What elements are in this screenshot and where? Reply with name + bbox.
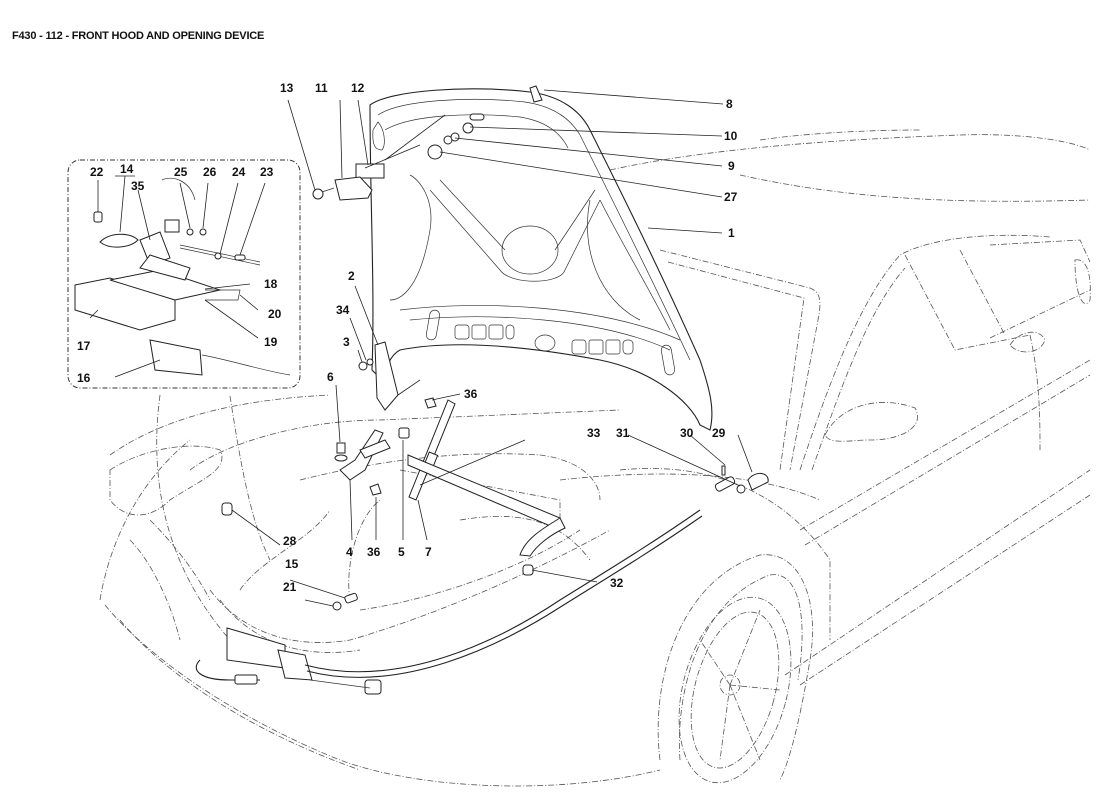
- callout-17: 17: [77, 339, 91, 353]
- part-28-buffer: [221, 502, 233, 516]
- part-2-hinge: [374, 341, 399, 411]
- callout-3: 3: [343, 335, 350, 349]
- callout-34: 34: [336, 303, 350, 317]
- part-15-screw: [344, 592, 358, 604]
- callout-19: 19: [264, 335, 278, 349]
- callout-10: 10: [724, 129, 738, 143]
- callout-35: 35: [131, 179, 145, 193]
- callout-24: 24: [232, 165, 246, 179]
- part-27-grommet: [427, 144, 443, 160]
- callout-14: 14: [120, 162, 134, 176]
- part-11-bracket: [334, 176, 373, 201]
- part-7-gas-strut: [408, 399, 456, 501]
- parts: [195, 85, 769, 695]
- callout-labels: 8 10 9 27 1 13 11 12 2 34 3 36 6 4 36 5 …: [77, 81, 738, 594]
- callout-23: 23: [260, 165, 274, 179]
- part-3-nut: [358, 361, 368, 371]
- callout-36-lower: 36: [367, 545, 381, 559]
- front-lock: [226, 627, 286, 669]
- callout-4: 4: [346, 545, 353, 559]
- part-21-washer: [332, 601, 342, 611]
- callout-16: 16: [77, 371, 91, 385]
- callout-36-upper: 36: [464, 387, 478, 401]
- leader-lines: [89, 89, 753, 607]
- part-13-screw: [312, 188, 324, 200]
- callout-15: 15: [285, 557, 299, 571]
- callout-8: 8: [726, 97, 733, 111]
- callout-1: 1: [728, 226, 735, 240]
- callout-28: 28: [283, 534, 297, 548]
- callout-25: 25: [174, 165, 188, 179]
- callout-13: 13: [280, 81, 294, 95]
- part-29-handle: [747, 473, 769, 491]
- callout-22: 22: [90, 165, 104, 179]
- callout-33: 33: [587, 426, 601, 440]
- release-cable: [304, 509, 701, 673]
- callout-12: 12: [351, 81, 365, 95]
- part-10-nut: [462, 122, 474, 134]
- lock-detail-inset: [67, 159, 301, 389]
- callout-6: 6: [327, 370, 334, 384]
- callout-9: 9: [728, 159, 735, 173]
- part-6-bolt: [336, 442, 346, 454]
- part-36-ball-stud-lower: [369, 483, 382, 496]
- part-31-nut: [736, 484, 746, 494]
- callout-29: 29: [712, 426, 726, 440]
- callout-2: 2: [348, 269, 355, 283]
- callout-20: 20: [268, 307, 282, 321]
- callout-26: 26: [203, 165, 217, 179]
- part-30-clip: [721, 465, 726, 476]
- callout-31: 31: [616, 426, 630, 440]
- callout-5: 5: [398, 545, 405, 559]
- page-title: F430 - 112 - FRONT HOOD AND OPENING DEVI…: [12, 30, 265, 42]
- part-5-bolt: [398, 427, 410, 439]
- callout-11: 11: [315, 81, 328, 95]
- callout-7: 7: [425, 545, 432, 559]
- part-34-washer: [366, 358, 374, 366]
- hood-vents: [425, 309, 676, 376]
- callout-30: 30: [680, 426, 694, 440]
- callout-21: 21: [283, 580, 297, 594]
- callout-18: 18: [264, 277, 278, 291]
- part-8-bump-stop: [529, 85, 543, 103]
- callout-32: 32: [610, 576, 624, 590]
- hood-panel: [369, 88, 713, 431]
- part-4-bracket: [339, 429, 384, 481]
- part-36-ball-stud-upper: [424, 397, 437, 409]
- car-body-outline: [99, 129, 1091, 787]
- callout-27: 27: [724, 190, 738, 204]
- part-32-grommet: [522, 564, 534, 576]
- part-12-striker: [355, 163, 385, 179]
